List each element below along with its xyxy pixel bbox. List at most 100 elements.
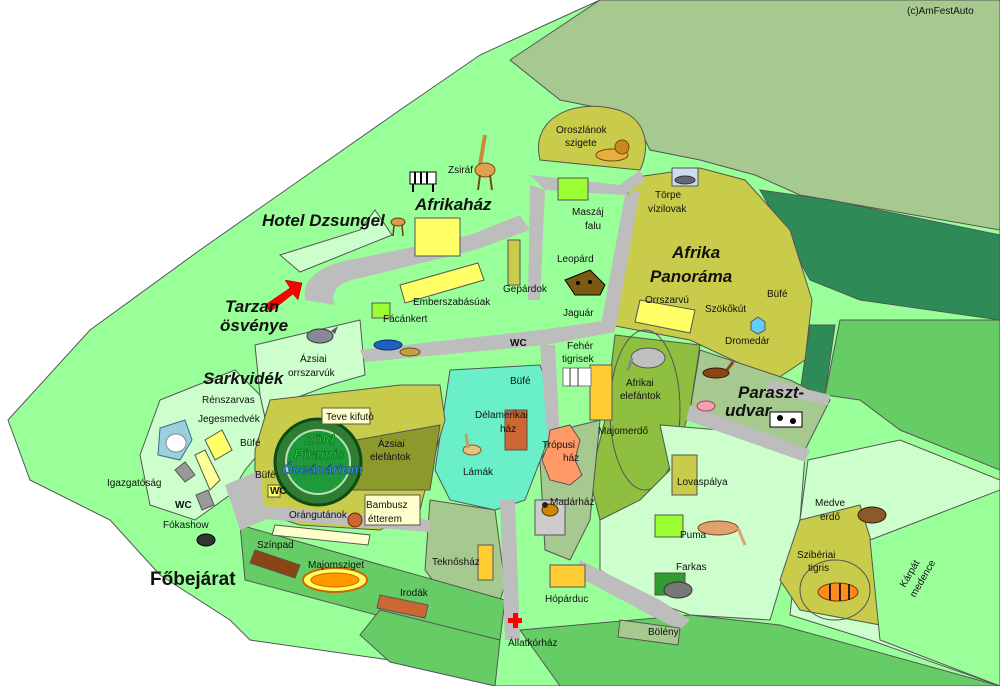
pig-icon (696, 400, 716, 412)
masszaj-label-2: falu (585, 221, 601, 232)
orangutan-icon (347, 512, 363, 528)
afrikahaz-label: Afrikaház (414, 195, 492, 214)
wc-low-label: WC (175, 500, 192, 511)
wc-center-label: WC (510, 338, 527, 349)
gepardok-label: Gepárdok (503, 284, 548, 295)
renszarvas-label: Rénszarvas (202, 395, 255, 406)
llama-icon (462, 433, 482, 456)
irodak-building (376, 594, 429, 619)
hoparduc-building (549, 564, 586, 588)
majomsziget-label: Majomsziget (308, 560, 364, 571)
hoparduc-label: Hópárduc (545, 594, 588, 605)
oceanarium-ring (285, 429, 351, 495)
rhino-icon (306, 326, 338, 344)
medve-label-1: Medve (815, 498, 845, 509)
paraszt-label-2: udvar (725, 401, 773, 420)
tarzan-label-2: ösvénye (220, 316, 288, 335)
brown-bear-icon (857, 506, 887, 524)
seal-icon (196, 533, 216, 547)
fokashow-label: Fókashow (163, 520, 209, 531)
hippo-icon (671, 167, 699, 187)
giraffe-icon (474, 134, 496, 191)
piramis-label: Piramis (294, 446, 345, 462)
leopard-label: Leopárd (557, 254, 594, 265)
teve-label: Teve kifutó (326, 412, 374, 423)
szinpad-label: Színpad (257, 540, 294, 551)
forest-band (759, 189, 1000, 321)
puma-building (654, 514, 684, 538)
zsiraf-label: Zsiráf (448, 165, 473, 176)
torpe-label-2: vízilovak (648, 204, 687, 215)
orangutan-building (271, 524, 371, 546)
bufe-sark-building (204, 429, 233, 461)
bufe-lake-label: Büfé (510, 376, 531, 387)
orangutanok-label: Orángutánok (289, 510, 348, 521)
teknoshaz-label: Teknősház (432, 557, 480, 568)
bufe-afrika-label: Büfé (767, 289, 788, 300)
sark-pond (194, 449, 221, 491)
zold-label: Zöld (304, 431, 335, 447)
szibériai-label-1: Szibériai (797, 550, 835, 561)
facankert-label: Fácánkert (383, 314, 428, 325)
azsiai-ele-label-1: Ázsiai (378, 437, 405, 450)
south-strip-lower (359, 609, 501, 686)
paraszt-label-1: Paraszt- (738, 383, 804, 402)
irodak-label: Irodák (400, 588, 429, 599)
cow-icon (769, 411, 803, 428)
bird-icon (541, 502, 559, 517)
gepardok-building (507, 239, 521, 286)
sarkvidek-label: Sarkvidék (203, 369, 285, 388)
gazelle-icon (390, 217, 406, 237)
delamerikai-building (504, 409, 528, 451)
lion-icon (595, 139, 630, 162)
wc-building (195, 489, 215, 511)
emberszabasuak-label: Emberszabásúak (413, 297, 491, 308)
afrika-label-2: Panoráma (650, 267, 732, 286)
red-cross-icon (508, 613, 522, 628)
teve-building (321, 407, 371, 425)
afrikai-label-2: elefántok (620, 391, 662, 402)
tiger-pond (799, 559, 871, 621)
feher-tigris-building (589, 364, 613, 421)
entrance-arrow-icon (264, 279, 303, 313)
azsiai-orr-label-1: Ázsiai (300, 352, 327, 365)
igazgatosag-label: Igazgatóság (107, 478, 162, 489)
tropusi-label-2: ház (563, 453, 579, 464)
bolony-label: Bölény (648, 627, 679, 638)
masszaj-building (557, 177, 589, 201)
tarzan-label-1: Tarzan (225, 297, 279, 316)
feher-label-2: tigrisek (562, 354, 595, 365)
farkas-label: Farkas (676, 562, 707, 573)
allatkorhaz-label: Állatkórház (508, 636, 557, 649)
afrikahaz-building (414, 217, 461, 257)
tiger-icon (817, 582, 859, 602)
leopard-icon (564, 269, 606, 296)
masszaj-label-1: Maszáj (572, 207, 604, 218)
orrszarvu-label: Orrszarvú (645, 295, 689, 306)
lamak-label: Lámák (463, 467, 494, 478)
bambusz-label-1: Bambusz (366, 500, 408, 511)
road-network (225, 170, 830, 640)
zebra-icon (409, 171, 437, 192)
emberszabasuak-building (399, 262, 485, 304)
bufe-left-building (267, 484, 281, 498)
bambusz-label-2: étterem (368, 514, 402, 525)
cougar-icon (697, 520, 747, 546)
oroszlanok-label-1: Oroszlánok (556, 125, 608, 136)
oroszlanok-label-2: szigete (565, 138, 597, 149)
bolony-building (617, 619, 681, 646)
szinpad-building (249, 549, 301, 579)
jegesmedvek-label: Jegesmedvék (198, 414, 261, 425)
torpe-label-1: Törpe (655, 190, 682, 201)
teknoshaz-building (477, 544, 494, 581)
majomerdo-label: Majomerdő (598, 426, 648, 437)
afrikai-label-1: Afrikai (626, 378, 654, 389)
bufe-sark-label: Büfé (240, 438, 261, 449)
orrszarvu-building (634, 299, 696, 334)
elephant-icon (626, 347, 666, 371)
puma-label: Puma (680, 530, 707, 541)
bambusz-building (364, 494, 421, 526)
horse-icon (702, 361, 735, 379)
peacock-icon (373, 339, 421, 357)
azsiai-ele-label-2: elefántok (370, 452, 412, 463)
